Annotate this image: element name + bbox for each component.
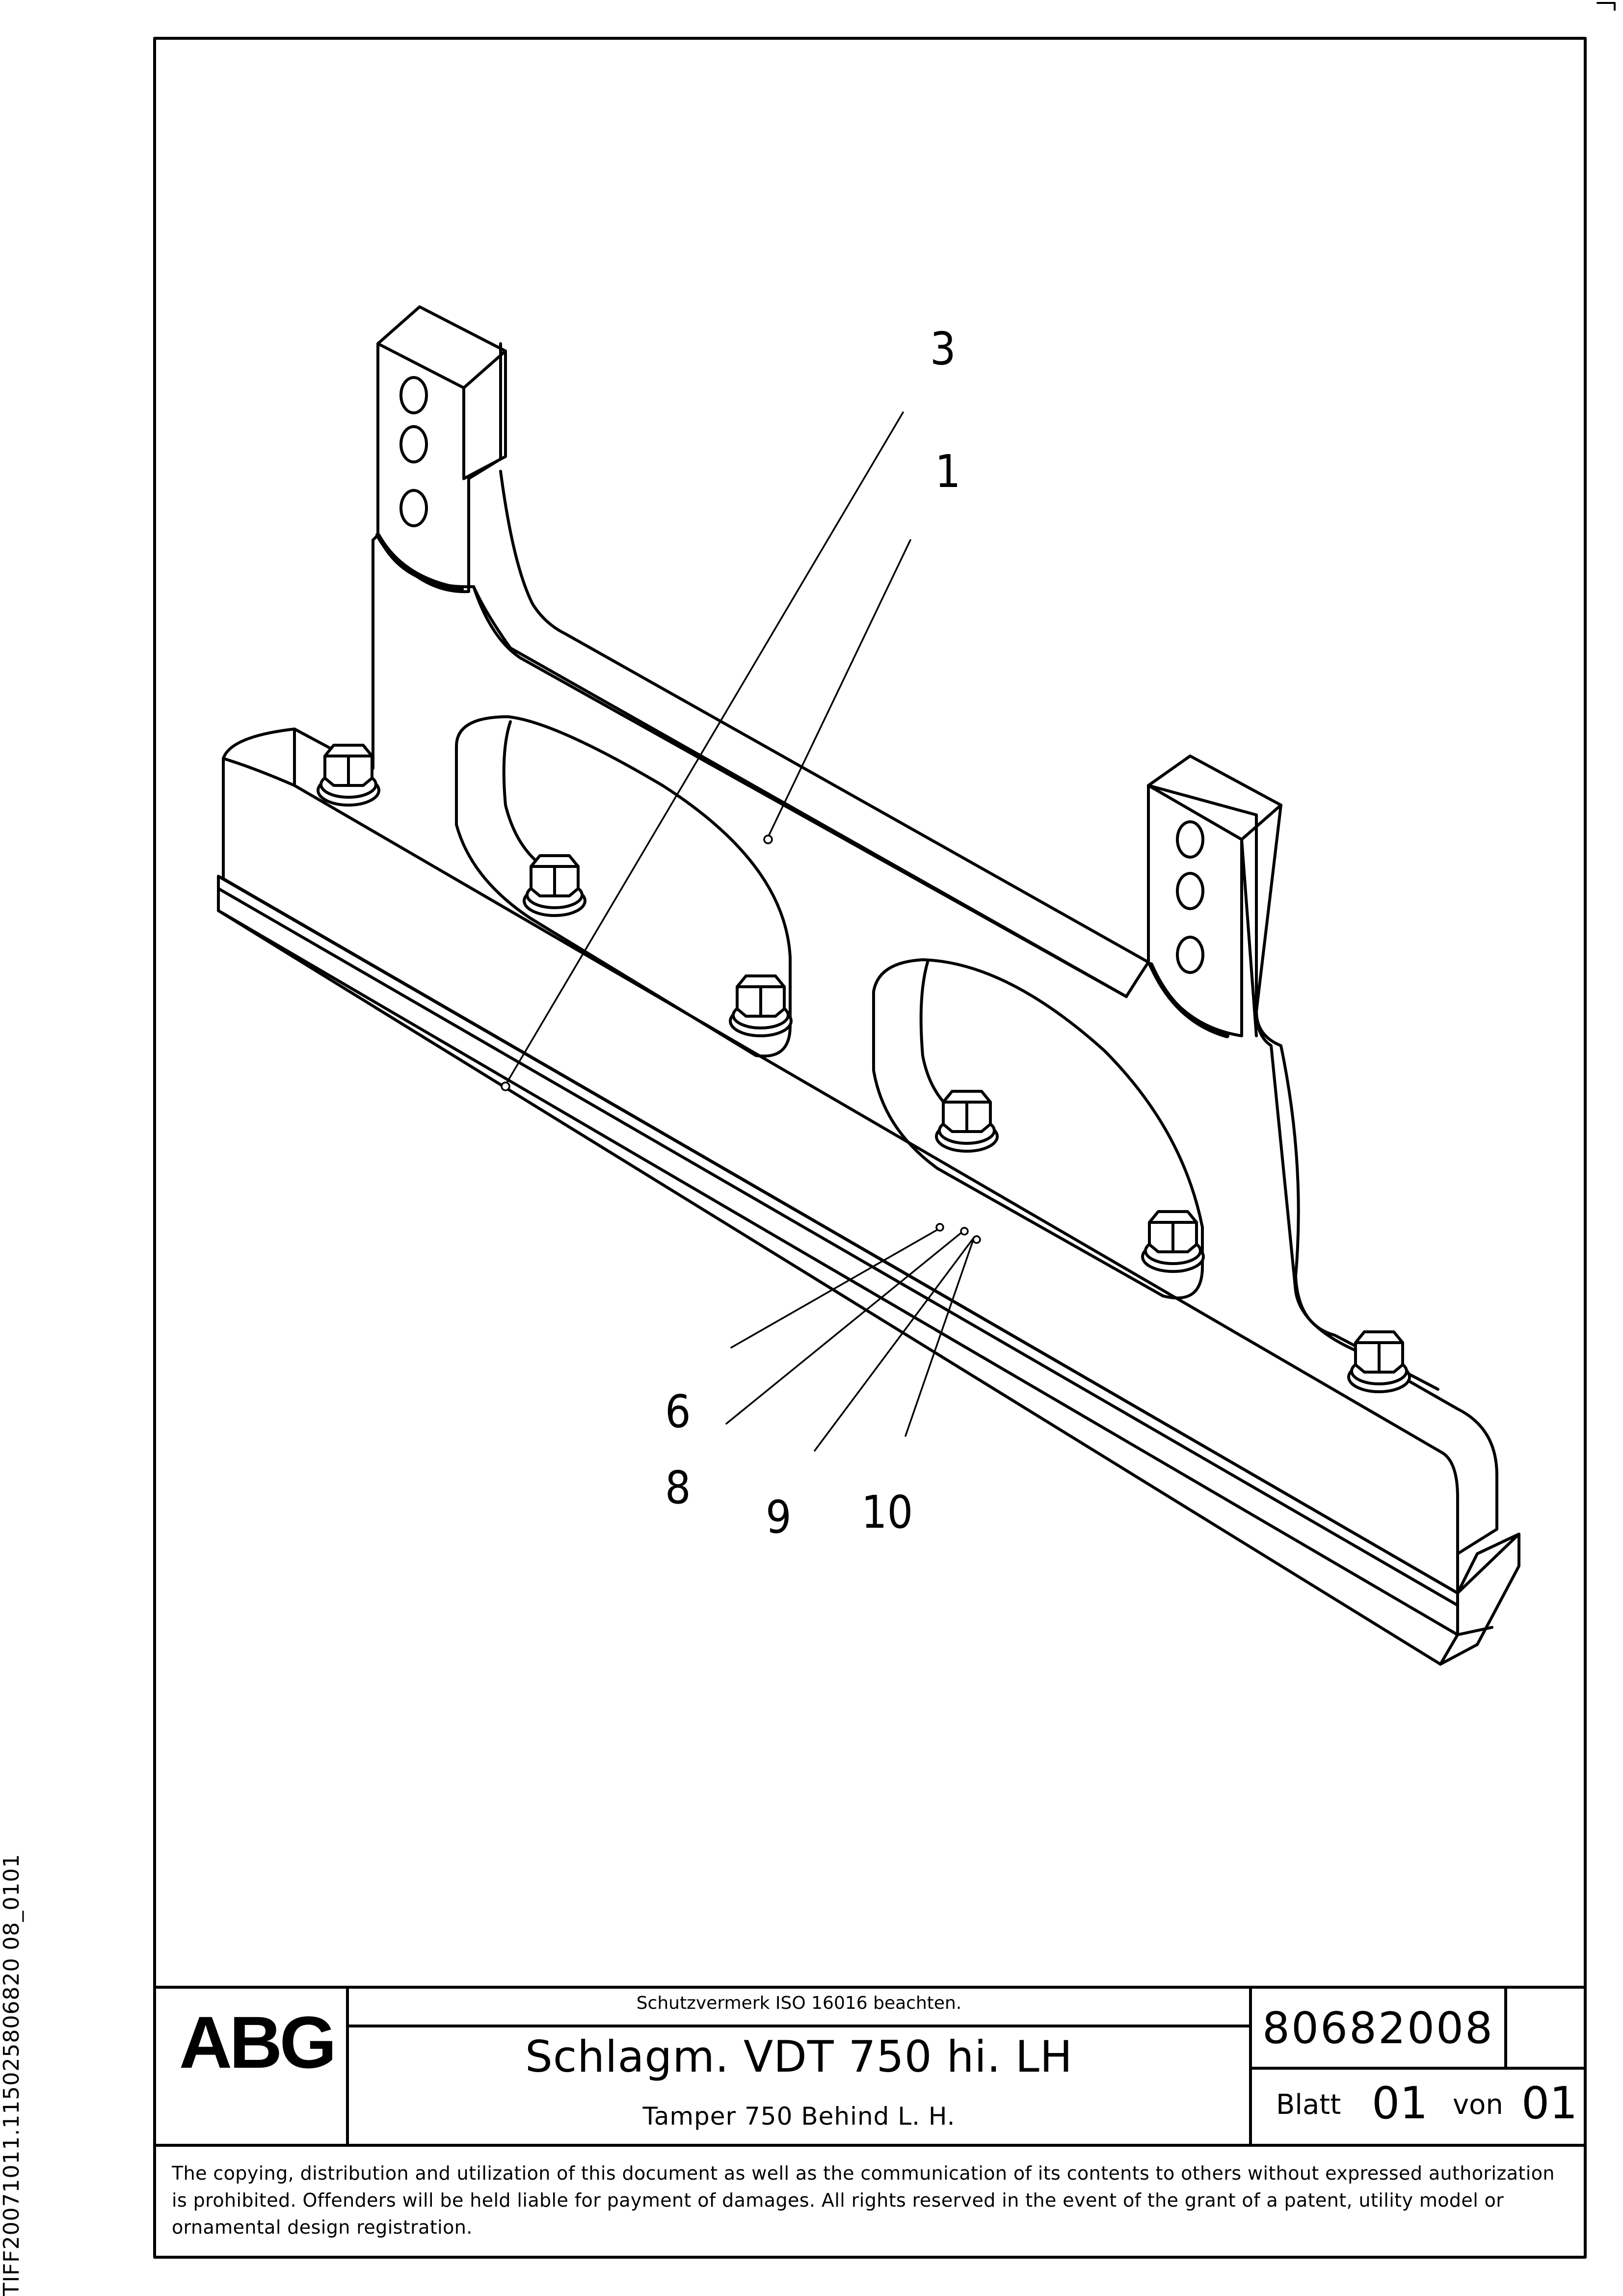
callout-3: 3 bbox=[930, 323, 956, 375]
pin-hole bbox=[399, 489, 428, 527]
pin-hole bbox=[399, 425, 428, 463]
callout-9: 9 bbox=[766, 1491, 792, 1543]
callout-8: 8 bbox=[665, 1461, 691, 1514]
leader-8 bbox=[725, 1231, 963, 1425]
drawing-frame bbox=[153, 37, 1587, 2259]
copyright-notice: The copying, distribution and utilizatio… bbox=[172, 2162, 1555, 2238]
leader-lines bbox=[505, 411, 975, 1452]
file-identifier: TIFF20071011.115025806820 08_0101 bbox=[0, 1853, 24, 2296]
base-beam-part-3 bbox=[217, 875, 1520, 1666]
company-logo: ABG bbox=[179, 2001, 337, 2083]
leader-6 bbox=[730, 1229, 938, 1349]
pin-hole bbox=[399, 376, 428, 414]
bolt bbox=[1347, 1330, 1411, 1393]
sheet-number: 01 bbox=[1372, 2078, 1428, 2129]
leader-10 bbox=[905, 1236, 975, 1437]
tamper-frame-part-1 bbox=[222, 305, 1498, 1594]
bolt-parts-6-8-9-10 bbox=[317, 744, 1411, 1393]
bolt bbox=[729, 974, 793, 1037]
pin-hole bbox=[1176, 872, 1204, 910]
callout-6: 6 bbox=[665, 1385, 691, 1438]
bolt bbox=[1141, 1210, 1205, 1273]
protection-note: Schutzvermerk ISO 16016 beachten. bbox=[636, 1993, 962, 2013]
leader-9 bbox=[814, 1236, 975, 1452]
title-german: Schlagm. VDT 750 hi. LH bbox=[525, 2031, 1073, 2082]
title-english: Tamper 750 Behind L. H. bbox=[642, 2102, 956, 2131]
bolt bbox=[523, 854, 586, 917]
sheet-total: 01 bbox=[1521, 2078, 1578, 2129]
leader-3 bbox=[505, 411, 904, 1086]
of-label: von bbox=[1453, 2089, 1503, 2121]
drawing-number: 80682008 bbox=[1262, 2003, 1494, 2053]
callout-1: 1 bbox=[935, 445, 961, 498]
pin-hole bbox=[1176, 936, 1204, 974]
bolt bbox=[935, 1090, 999, 1153]
bolt bbox=[317, 744, 380, 807]
sheet-label: Blatt bbox=[1276, 2089, 1341, 2121]
callout-10: 10 bbox=[861, 1486, 913, 1539]
pin-hole bbox=[1176, 820, 1204, 859]
leader-1 bbox=[767, 539, 911, 838]
